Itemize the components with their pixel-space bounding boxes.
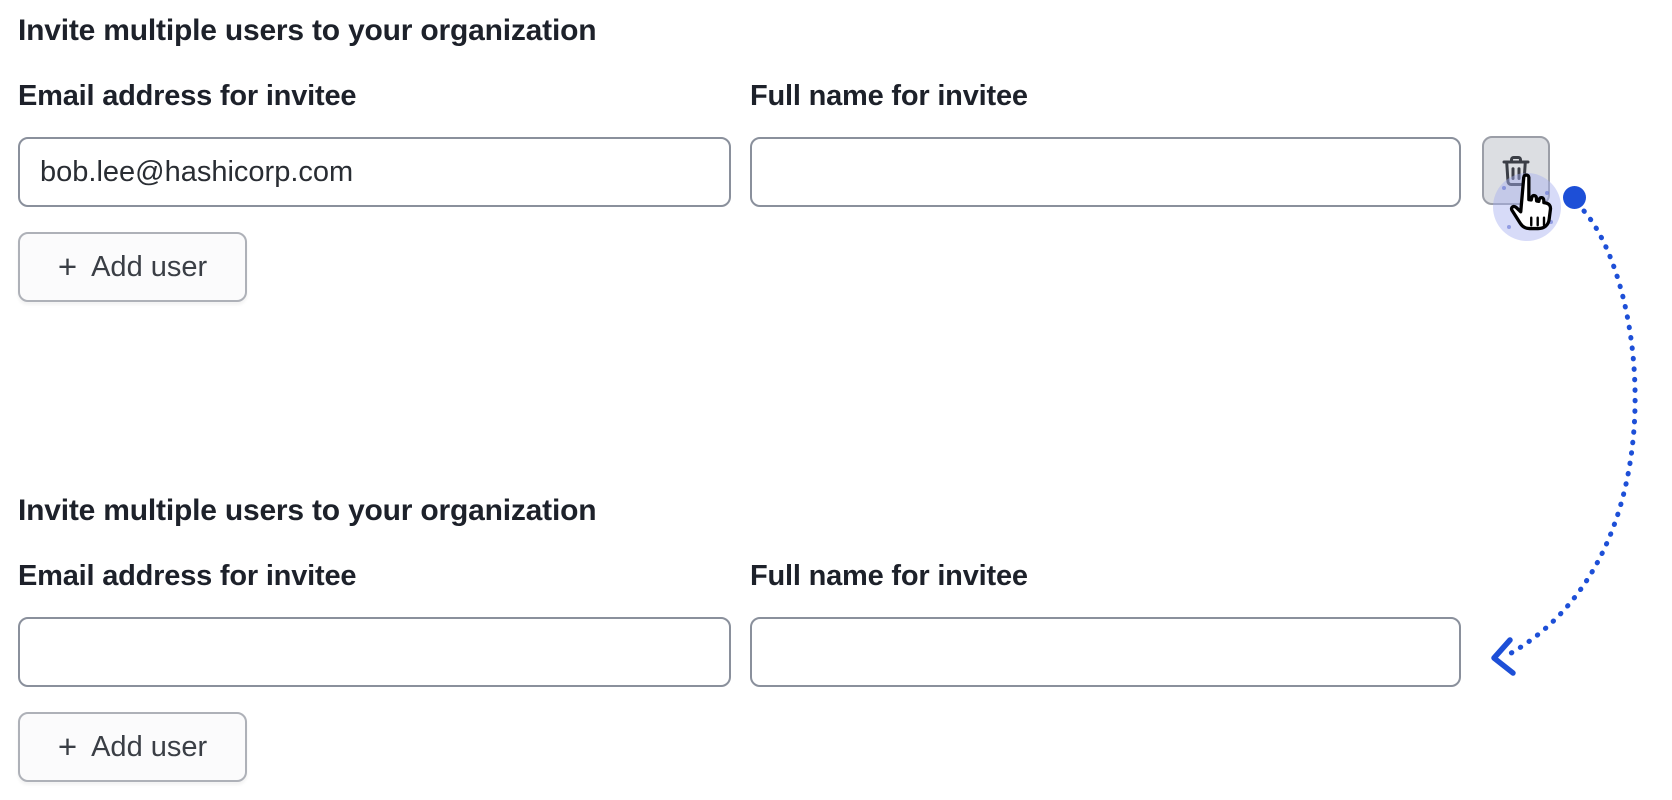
plus-icon: +: [57, 727, 78, 765]
page-title: Invite multiple users to your organizati…: [18, 494, 597, 527]
full-name-label: Full name for invitee: [750, 560, 1028, 592]
email-input[interactable]: [18, 617, 731, 687]
full-name-input[interactable]: [750, 617, 1461, 687]
page-title: Invite multiple users to your organizati…: [18, 14, 597, 47]
delete-row-button[interactable]: [1482, 136, 1550, 205]
email-input[interactable]: [18, 137, 731, 207]
email-label: Email address for invitee: [18, 560, 357, 592]
full-name-input[interactable]: [750, 137, 1461, 207]
add-user-button[interactable]: + Add user: [18, 232, 247, 302]
plus-icon: +: [57, 247, 78, 285]
full-name-label: Full name for invitee: [750, 80, 1028, 112]
add-user-label: Add user: [91, 250, 208, 283]
add-user-button[interactable]: + Add user: [18, 712, 247, 782]
add-user-label: Add user: [91, 730, 208, 763]
invite-form-2: Invite multiple users to your organizati…: [0, 480, 1672, 800]
email-label: Email address for invitee: [18, 80, 357, 112]
invite-form-1: Invite multiple users to your organizati…: [0, 0, 1672, 320]
trash-icon: [1498, 153, 1534, 189]
